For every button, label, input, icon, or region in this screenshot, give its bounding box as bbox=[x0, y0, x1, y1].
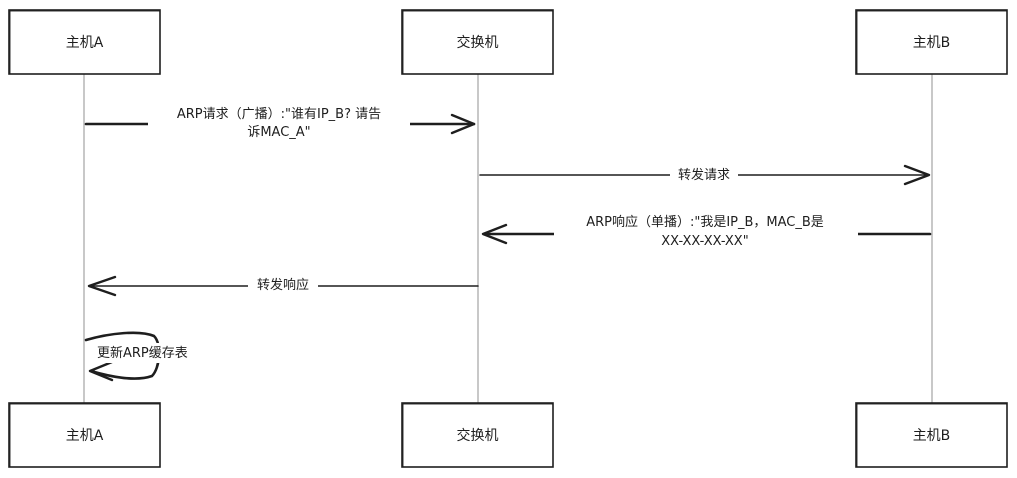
participant-host-b-label: 主机B bbox=[913, 428, 951, 444]
participant-host-a-label: 主机A bbox=[66, 35, 104, 51]
arrowhead-icon bbox=[87, 275, 117, 297]
message-update-cache: 更新ARP缓存表 bbox=[84, 331, 211, 382]
arrowhead-icon bbox=[88, 360, 114, 382]
arrowhead-icon bbox=[450, 113, 476, 135]
message-update-cache-label: 更新ARP缓存表 bbox=[97, 345, 188, 361]
participant-host-b-top: 主机B bbox=[855, 9, 1008, 75]
message-arp-reply-label-1: ARP响应（单播）:"我是IP_B，MAC_B是 bbox=[586, 214, 824, 230]
message-arp-request-label-2: 诉MAC_A" bbox=[247, 125, 310, 140]
participant-host-b-bottom: 主机B bbox=[855, 402, 1008, 468]
message-forward-reply: 转发响应 bbox=[87, 275, 479, 297]
participant-switch-label: 交换机 bbox=[457, 34, 499, 51]
message-forward-reply-label: 转发响应 bbox=[257, 277, 309, 293]
participant-host-a-top: 主机A bbox=[8, 9, 161, 75]
participant-switch-top: 交换机 bbox=[401, 9, 554, 75]
participant-host-a-label: 主机A bbox=[66, 428, 104, 444]
message-arp-reply-label-2: XX-XX-XX-XX" bbox=[661, 234, 748, 249]
participant-host-b-label: 主机B bbox=[913, 35, 951, 51]
participant-switch-label: 交换机 bbox=[457, 427, 499, 444]
message-arp-request: ARP请求（广播）:"谁有IP_B? 请告 诉MAC_A" bbox=[84, 104, 476, 144]
message-arp-reply: ARP响应（单播）:"我是IP_B，MAC_B是 XX-XX-XX-XX" bbox=[481, 210, 932, 252]
message-forward-request: 转发请求 bbox=[479, 164, 931, 186]
message-arp-request-label-1: ARP请求（广播）:"谁有IP_B? 请告 bbox=[177, 107, 381, 122]
participant-host-a-bottom: 主机A bbox=[8, 402, 161, 468]
arrowhead-icon bbox=[481, 223, 508, 245]
participant-switch-bottom: 交换机 bbox=[401, 402, 554, 468]
message-forward-request-label: 转发请求 bbox=[678, 167, 730, 183]
arrowhead-icon bbox=[903, 164, 931, 186]
